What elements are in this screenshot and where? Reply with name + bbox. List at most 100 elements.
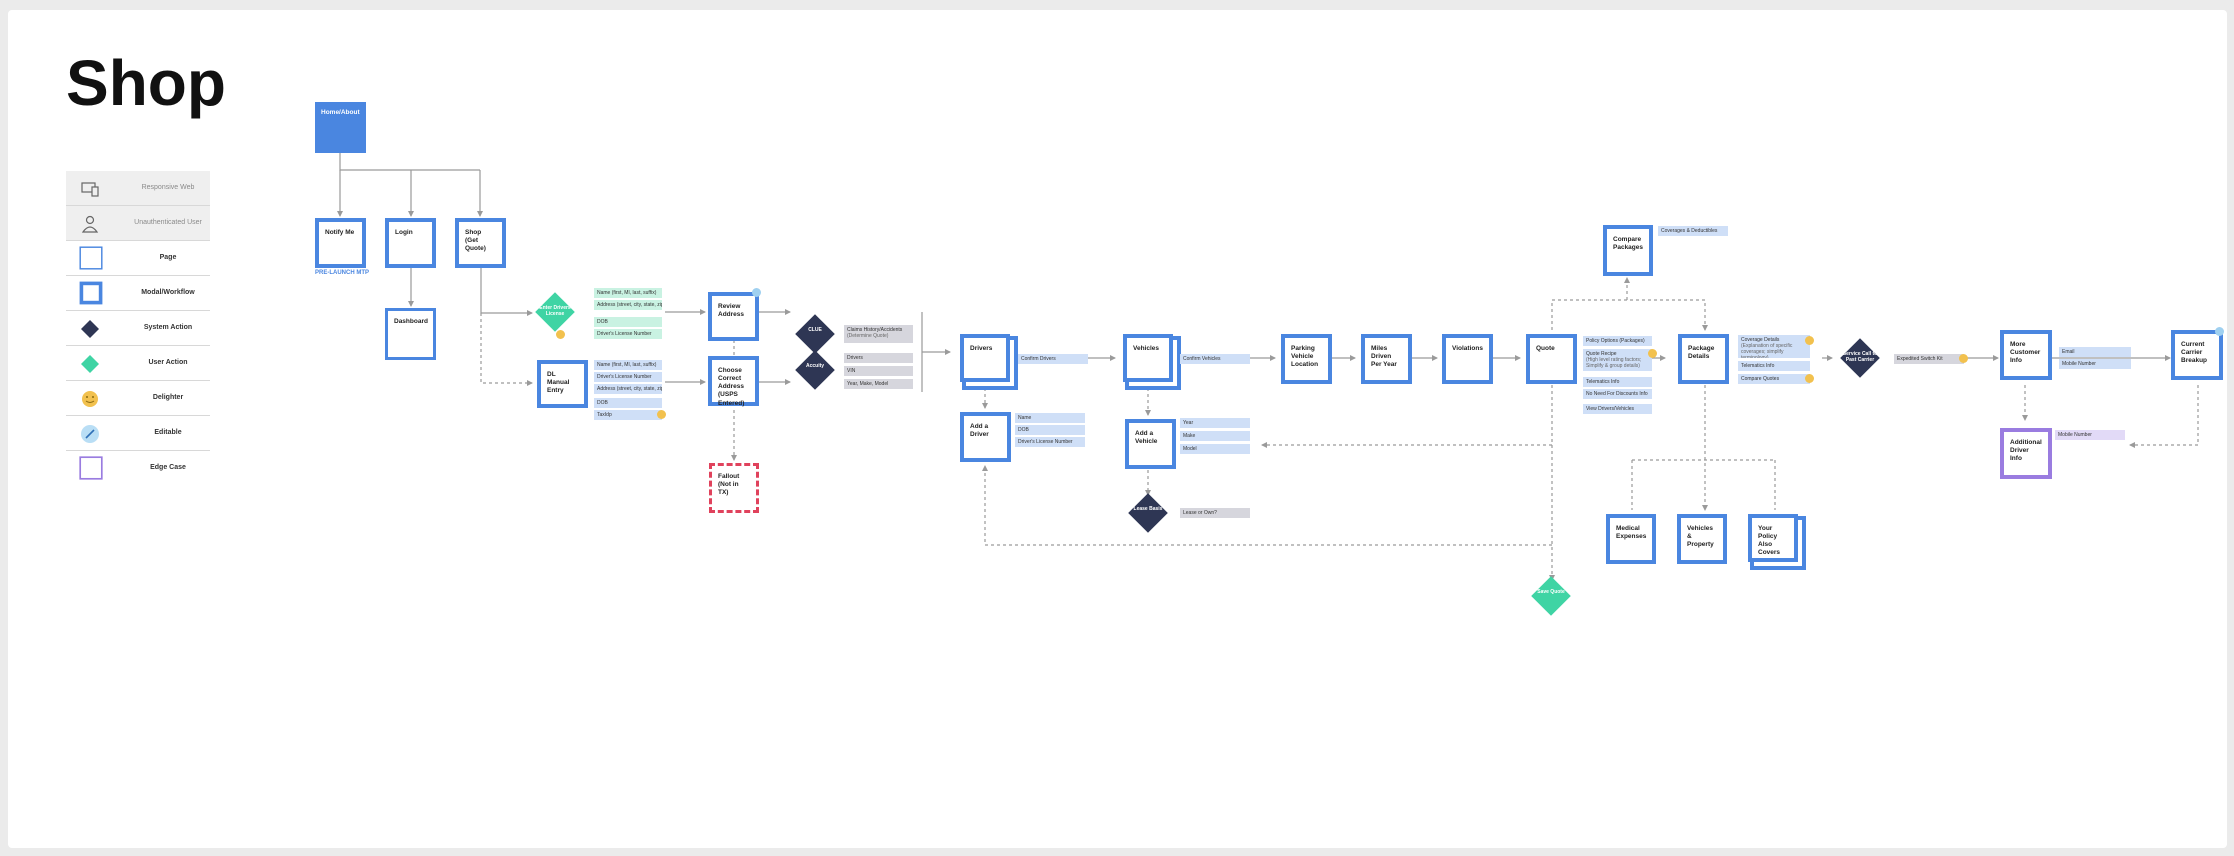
note-accuity: Drivers [844,353,913,363]
node-dashboard[interactable]: Dashboard [385,308,436,360]
node-compare-packages[interactable]: Compare Packages [1603,225,1653,276]
legend-edge-case: Edge Case [66,451,210,485]
legend-responsive-web: Responsive Web [66,171,210,206]
node-package-details[interactable]: Package Details [1678,334,1729,384]
node-violations[interactable]: Violations [1442,334,1493,384]
note-subline: (Explanation of specific coverages; simp… [1741,343,1793,358]
note-dl-manual: Name (first, MI, last, suffix) [594,360,662,370]
note-add-vehicle: Make [1180,431,1250,441]
page-title: Shop [66,47,226,119]
legend-label: Delighter [152,394,184,401]
delighter-icon [1648,349,1657,358]
node-drivers[interactable]: Drivers [960,334,1010,382]
action-label: Lease Basis [1133,506,1163,512]
legend-label: System Action [143,324,193,331]
node-current-carrier[interactable]: Current Carrier Breakup [2171,330,2223,380]
node-login[interactable]: Login [385,218,436,268]
legend-editable: Editable [66,416,210,451]
note-package: Compare Quotes [1738,374,1810,384]
note-quote-recipe: Quote Recipe(High level rating factors; … [1583,349,1652,371]
note-coverage-details: Coverage Details(Explanation of specific… [1738,335,1810,358]
note-add-vehicle: Model [1180,444,1250,454]
delighter-icon [1805,336,1814,345]
node-home-about[interactable]: Home/About [315,102,366,153]
editable-icon [752,288,761,297]
legend-label: Responsive Web [141,184,195,191]
node-notify-me[interactable]: Notify Me [315,218,366,268]
legend-page: Page [66,241,210,276]
note-add-driver: Driver's License Number [1015,437,1085,447]
node-fallout[interactable]: Fallout (Not in TX) [709,463,759,513]
connector [480,313,533,386]
legend-modal: Modal/Workflow [66,276,210,311]
action-label: Save Quote [1537,589,1565,595]
note-accuity: VIN [844,366,913,376]
delighter-icon [556,330,565,339]
legend-label: Modal/Workflow [141,289,195,296]
node-your-policy[interactable]: Your Policy Also Covers [1748,514,1798,562]
edge-case-square-icon [79,456,103,480]
connector [1551,299,1708,331]
node-miles[interactable]: Miles Driven Per Year [1361,334,1412,384]
node-quote[interactable]: Quote [1526,334,1577,384]
legend-unauthenticated-user: Unauthenticated User [66,206,210,241]
node-additional-driver[interactable]: Additional Driver Info [2000,428,2052,479]
note-line: Coverage Details [1741,337,1780,343]
note-quote: Telematics Info [1583,377,1652,387]
node-add-driver[interactable]: Add a Driver [960,412,1011,462]
note-dl-scan: Name (first, MI, last, suffix) [594,288,662,298]
action-label: Accuity [805,363,825,369]
connector [2129,385,2199,448]
node-parking[interactable]: Parking Vehicle Location [1281,334,1332,384]
delighter-icon [657,410,666,419]
monitor-phone-icon [81,182,99,197]
note-dl-scan: DOB [594,317,662,327]
action-label: Service Call to Past Carrier [1842,351,1878,363]
node-review-address[interactable]: Review Address [708,292,759,341]
note-add-driver: Name [1015,413,1085,423]
action-save-quote[interactable]: Save Quote [1531,576,1571,616]
canvas-board [8,10,2227,848]
legend-system-action: System Action [66,311,210,346]
note-confirm-drivers: Confirm Drivers [1018,354,1088,364]
connector [921,312,950,392]
node-more-customer-info[interactable]: More Customer Info [2000,330,2052,380]
note-more-customer: Email [2059,347,2131,357]
connector [339,152,480,171]
notify-sub-label: PRE-LAUNCH MTP [315,270,369,276]
connector [1631,459,1776,510]
connector [982,465,1552,546]
node-medical-expenses[interactable]: Medical Expenses [1606,514,1656,564]
editable-icon [2215,327,2224,336]
user-diamond-icon [81,355,99,373]
legend-label: Edge Case [150,464,186,471]
note-line: Claims History/Accidents [847,327,903,333]
delighter-smiley-icon [82,391,98,407]
note-subline: (High level rating factors; Simplify & g… [1586,357,1642,369]
action-service-call: Service Call to Past Carrier [1840,338,1880,378]
note-line: Quote Recipe [1586,351,1617,357]
node-shop[interactable]: Shop (Get Quote) [455,218,506,268]
legend-delighter: Delighter [66,381,210,416]
note-dl-scan: Address (street, city, state, zip) [594,300,662,310]
node-vehicles[interactable]: Vehicles [1123,334,1173,382]
note-package: Telematics Info [1738,361,1810,371]
node-dl-manual-entry[interactable]: DL Manual Entry [537,360,588,408]
note-expedited: Expedited Switch Kit [1894,354,1964,364]
note-quote: No Need For Discounts Info [1583,389,1652,399]
node-add-vehicle[interactable]: Add a Vehicle [1125,419,1176,469]
legend-user-action: User Action [66,346,210,381]
modal-square-icon [79,281,103,305]
delighter-icon [1805,374,1814,383]
node-choose-address[interactable]: Choose Correct Address (USPS Entered) [708,356,759,407]
note-additional-driver: Mobile Number [2055,430,2125,440]
action-lease-basis: Lease Basis [1128,493,1168,533]
legend-label: Page [159,254,177,261]
legend-label: User Action [148,359,188,366]
action-enter-drivers-license[interactable]: Enter Drivers License [535,292,575,332]
node-vehicles-property[interactable]: Vehicles & Property [1677,514,1727,564]
legend-label: Unauthenticated User [134,219,202,226]
action-label: CLUE [808,327,822,333]
action-clue: CLUE [795,314,835,354]
note-more-customer: Mobile Number [2059,359,2131,369]
